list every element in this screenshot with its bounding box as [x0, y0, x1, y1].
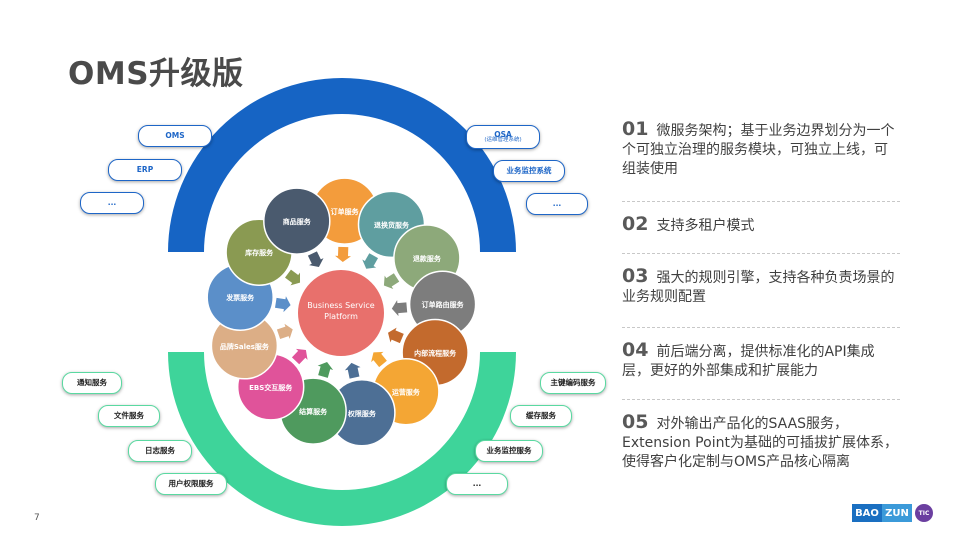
basic-pill-cache: 缓存服务 [510, 405, 572, 427]
app-pill-osa-sub: (运维管理系统) [484, 137, 522, 143]
basic-pill-key-code: 主键编码服务 [540, 372, 606, 394]
application-arc-label: Application [311, 136, 372, 147]
flow-arrow-icon [317, 362, 334, 378]
service-circle [263, 187, 331, 255]
basic-pill-key-code-label: 主键编码服务 [550, 378, 596, 388]
app-pill-erp-label: ERP [136, 165, 154, 175]
basic-pill-file: 文件服务 [98, 405, 160, 427]
basic-pill-file-label: 文件服务 [114, 411, 144, 421]
service-node: 品牌Sales服务 [210, 312, 279, 380]
service-node: 商品服务 [263, 187, 331, 255]
basic-pill-notify-label: 通知服务 [77, 378, 107, 388]
app-pill-more-right: ... [526, 193, 588, 215]
basic-pill-more-label: ... [472, 479, 482, 489]
app-pill-osa-label: OSA [494, 129, 512, 139]
basic-pill-user-permission: 用户权限服务 [155, 473, 227, 495]
service-label: 品牌Sales服务 [220, 342, 270, 351]
flow-arrow-icon [285, 269, 301, 286]
service-label: 发票服务 [225, 293, 255, 302]
feature-item-03-text: 强大的规则引擎，支持各种负责场景的业务规则配置 [622, 270, 895, 305]
feature-item-02: 02 支持多租户模式 [622, 202, 900, 254]
flow-arrow-icon [335, 246, 351, 262]
feature-item-02-text: 支持多租户模式 [656, 218, 755, 234]
service-label: 退款服务 [413, 254, 442, 263]
basic-service-arc-label: Basic Service [307, 474, 374, 484]
flow-arrow-icon [274, 296, 291, 313]
feature-item-04-text: 前后端分离，提供标准化的API集成层，更好的外部集成和扩展能力 [622, 344, 875, 379]
app-pill-oms: OMS [138, 125, 212, 147]
flow-arrow-icon [307, 251, 324, 268]
service-label: 权限服务 [347, 409, 377, 418]
basic-pill-monitor-label: 业务监控服务 [486, 446, 532, 456]
center-label-line1: Business Service [307, 301, 374, 310]
flow-arrow-icon [362, 253, 379, 269]
basic-pill-monitor: 业务监控服务 [475, 440, 543, 462]
feature-item-01-num: 01 [622, 118, 649, 140]
service-label: 订单路由服务 [422, 300, 465, 309]
flow-arrow-icon [371, 351, 387, 368]
flow-arrow-icon [383, 273, 400, 290]
logo-tic: TIC [915, 504, 933, 522]
basic-pill-more: ... [446, 473, 508, 495]
basic-pill-log-label: 日志服务 [145, 446, 175, 456]
basic-pill-log: 日志服务 [128, 440, 192, 462]
basic-pill-notify: 通知服务 [62, 372, 122, 394]
feature-item-05-num: 05 [622, 411, 649, 433]
service-label: 内部流程服务 [414, 349, 457, 358]
page-title: OMS升级版 [68, 56, 244, 92]
app-pill-more-left: ... [80, 192, 144, 214]
flow-arrow-icon [291, 348, 308, 365]
flow-arrow-icon [344, 362, 361, 379]
center-label-line2: Platform [324, 312, 358, 321]
app-pill-more-left-label: ... [107, 198, 117, 208]
app-pill-monitor-label: 业务监控系统 [506, 166, 552, 176]
flow-arrow-icon [276, 323, 293, 339]
app-pill-erp: ERP [108, 159, 182, 181]
slide-number: 7 [34, 513, 40, 523]
arrows-group [274, 246, 408, 379]
app-pill-osa: OSA (运维管理系统) [466, 125, 540, 149]
center-platform-circle [296, 268, 386, 358]
logo-zun: ZUN [882, 504, 912, 522]
flow-arrow-icon [391, 300, 408, 317]
service-label: 库存服务 [245, 248, 274, 257]
basic-pill-cache-label: 缓存服务 [526, 411, 556, 421]
logo-bao-text: BAO [855, 507, 879, 519]
service-label: 退换货服务 [374, 220, 410, 229]
logo-tic-text: TIC [918, 509, 930, 517]
service-label: 运营服务 [392, 388, 421, 397]
feature-item-01-text: 微服务架构；基于业务边界划分为一个个可独立治理的服务模块，可独立上线，可组装使用 [622, 123, 895, 177]
basic-pill-user-permission-label: 用户权限服务 [168, 479, 214, 489]
feature-item-04-num: 04 [622, 339, 649, 361]
feature-item-05-text: 对外输出产品化的SAAS服务，Extension Point为基础的可插拔扩展体… [622, 416, 898, 470]
basic-service-arc [168, 352, 516, 526]
app-pill-more-right-label: ... [552, 199, 562, 209]
service-label: EBS交互服务 [249, 383, 293, 392]
app-pill-oms-label: OMS [165, 131, 185, 141]
service-label: 订单服务 [331, 207, 360, 216]
application-arc [168, 78, 516, 252]
feature-item-03-num: 03 [622, 265, 649, 287]
service-label: 结算服务 [298, 407, 328, 416]
logo-zun-text: ZUN [885, 507, 909, 519]
service-label: 商品服务 [283, 217, 312, 226]
flow-arrow-icon [388, 327, 404, 344]
app-pill-monitor: 业务监控系统 [493, 160, 565, 182]
architecture-diagram: Application Basic Service 订单服务退换货服务退款服务订… [168, 78, 516, 526]
feature-item-02-num: 02 [622, 213, 649, 235]
logo-bao: BAO [852, 504, 882, 522]
